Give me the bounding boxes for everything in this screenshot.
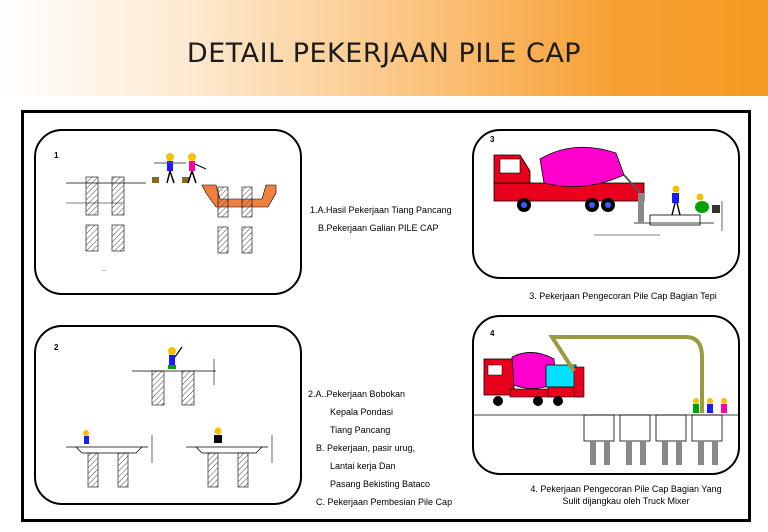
mixer-drum [540,147,624,186]
pile-column [88,453,98,487]
pile-column [238,453,248,487]
pile-column [242,227,252,253]
workers-at-pile-cap [693,398,727,413]
worker-breaking-pile-head [168,347,182,369]
caption-line: B.Pekerjaan Galian PILE CAP [310,219,452,237]
pile-column [242,187,252,217]
svg-text:—: — [102,267,106,272]
worker-digging [188,153,206,183]
pile-column [86,177,98,215]
concrete-pump [546,337,702,413]
caption-line: Tiang Pancang [308,421,452,439]
caption-step-3: 3. Pekerjaan Pengecoran Pile Cap Bagian … [498,287,748,305]
worker-spreading-sand [83,430,89,444]
caption-step-2: 2.A..Pekerjaan Bobokan Kepala Pondasi Ti… [308,385,452,511]
excavation-pit [202,185,276,207]
pile-column [112,177,124,215]
pile-column [86,225,98,251]
caption-line: 1.A.Hasil Pekerjaan Tiang Pancang [310,201,452,219]
caption-line: B. Pekerjaan, pasir urug, [308,439,452,457]
pile-column [208,453,218,487]
pile-column [112,225,124,251]
pile-cap-row [584,415,722,465]
pile-column [218,227,228,253]
caption-line: 4. Pekerjaan Pengecoran Pile Cap Bagian … [490,483,762,495]
pile-column [182,371,194,405]
panel-step-2: 2 [34,325,302,505]
pile-cap-form [650,215,700,225]
concrete-pour-stream [638,193,644,223]
caption-step-4: 4. Pekerjaan Pengecoran Pile Cap Bagian … [490,483,762,507]
lean-concrete-layer [76,447,142,453]
caption-line: Sulit dijangkau oleh Truck Mixer [490,495,762,507]
caption-step-1: 1.A.Hasil Pekerjaan Tiang Pancang B.Peke… [310,201,452,237]
title-banner: DETAIL PEKERJAAN PILE CAP [0,0,768,96]
caption-line: Kepala Pondasi [308,403,452,421]
illustration-pump-casting [474,317,740,475]
illustration-edge-casting [474,131,740,279]
caption-line: Lantai kerja Dan [308,457,452,475]
panel-step-1: 1 [34,129,302,295]
pile-column [218,187,228,217]
pile-column [152,371,164,405]
illustration-pile-excavation: — [36,131,302,295]
caption-line: Pasang Bekisting Bataco [308,475,452,493]
pile-column [118,453,128,487]
worker-installing-rebar [214,428,222,444]
panel-step-3: 3 [472,129,740,279]
illustration-pile-cap-preparation [36,327,302,505]
worker-vibrating [672,186,680,216]
truck-mixer [494,147,644,212]
caption-line: 3. Pekerjaan Pengecoran Pile Cap Bagian … [498,287,748,305]
caption-line: C. Pekerjaan Pembesian Pile Cap [308,493,452,511]
diagram-frame: 1 [21,110,751,522]
panel-step-4: 4 [472,315,740,475]
page-title: DETAIL PEKERJAAN PILE CAP [0,38,768,69]
caption-line: 2.A..Pekerjaan Bobokan [308,385,452,403]
formwork [196,447,262,453]
worker-crouching [695,194,720,214]
worker-carrying-baskets [152,153,189,183]
